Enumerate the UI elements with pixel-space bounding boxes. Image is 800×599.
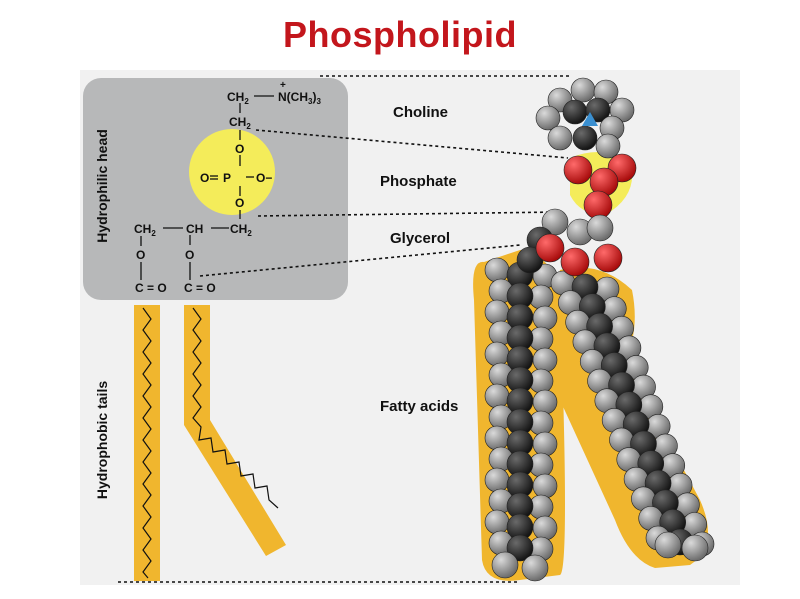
oxygen-atom bbox=[560, 247, 590, 277]
hydrophobic-tails-label: Hydrophobic tails bbox=[94, 381, 110, 499]
hydrogen-atom bbox=[521, 554, 549, 582]
hydrogen-atom bbox=[570, 77, 596, 103]
hydrogen-atom bbox=[532, 389, 558, 415]
trimethylammonium: N(CH3)3 bbox=[278, 90, 321, 106]
tail-straight bbox=[134, 305, 160, 581]
phosphate-o-top: O bbox=[235, 142, 244, 156]
glycerol-ch: CH bbox=[186, 222, 203, 236]
ester-o-right: O bbox=[185, 248, 194, 262]
space-filling-model bbox=[473, 77, 715, 582]
page-title: Phospholipid bbox=[283, 14, 517, 55]
ester-o-left: O bbox=[136, 248, 145, 262]
oxygen-atom bbox=[535, 233, 565, 263]
phosphate-highlight bbox=[189, 129, 275, 215]
guide-lines bbox=[118, 75, 570, 583]
carbon-atom bbox=[572, 125, 598, 151]
hydrogen-atom bbox=[484, 467, 510, 493]
hydrophilic-head-label: Hydrophilic head bbox=[94, 129, 110, 243]
glycerol-ch2-right: CH2 bbox=[230, 222, 252, 238]
carbonyl-left: C = O bbox=[135, 281, 167, 295]
hydrogen-atom bbox=[484, 299, 510, 325]
glycerol-label: Glycerol bbox=[390, 230, 450, 247]
hydrogen-atom bbox=[484, 257, 510, 283]
hydrogen-atom bbox=[484, 341, 510, 367]
hydrogen-atom bbox=[532, 515, 558, 541]
phosphate-label: Phosphate bbox=[380, 173, 457, 190]
oxygen-atom bbox=[583, 190, 613, 220]
tail-kinked bbox=[184, 305, 286, 556]
nitrogen-atom bbox=[582, 112, 598, 126]
hydrogen-atom bbox=[547, 125, 573, 151]
atoms bbox=[484, 77, 715, 582]
carbonyl-right: C = O bbox=[184, 281, 216, 295]
fatty-acids-label: Fatty acids bbox=[380, 398, 458, 415]
hydrogen-atom bbox=[535, 105, 561, 131]
carbon-atom bbox=[562, 99, 588, 125]
oxygen-atom bbox=[563, 155, 593, 185]
oxygen-atom bbox=[593, 243, 623, 273]
hydrogen-atom bbox=[586, 214, 614, 242]
hydrogen-atom bbox=[484, 425, 510, 451]
tail-straight-zigzag bbox=[142, 307, 152, 579]
hydrogen-atom bbox=[532, 305, 558, 331]
hydrogen-atom bbox=[681, 534, 709, 562]
hydrogen-atom bbox=[484, 383, 510, 409]
tail-kinked-zigzag bbox=[192, 307, 279, 509]
hydrogen-atom bbox=[532, 431, 558, 457]
phosphorus: P bbox=[223, 171, 231, 185]
choline-ch2: CH2 bbox=[227, 90, 249, 106]
phosphate-o-bottom: O bbox=[235, 196, 244, 210]
hydrogen-atom bbox=[532, 347, 558, 373]
glycerol-ch2-left: CH2 bbox=[134, 222, 156, 238]
hydrogen-atom bbox=[654, 531, 682, 559]
structural-formula bbox=[140, 95, 274, 280]
hydrogen-atom bbox=[532, 473, 558, 499]
hydrogen-atom bbox=[484, 509, 510, 535]
choline-ch2-lower: CH2 bbox=[229, 115, 251, 131]
phosphate-o-double: O bbox=[200, 171, 209, 185]
choline-label: Choline bbox=[393, 104, 448, 121]
positive-charge: + bbox=[280, 80, 286, 91]
hydrogen-atom bbox=[595, 133, 621, 159]
phosphate-o-minus: O− bbox=[256, 171, 272, 185]
carbon-atom bbox=[506, 534, 534, 562]
hydrogen-atom bbox=[491, 551, 519, 579]
